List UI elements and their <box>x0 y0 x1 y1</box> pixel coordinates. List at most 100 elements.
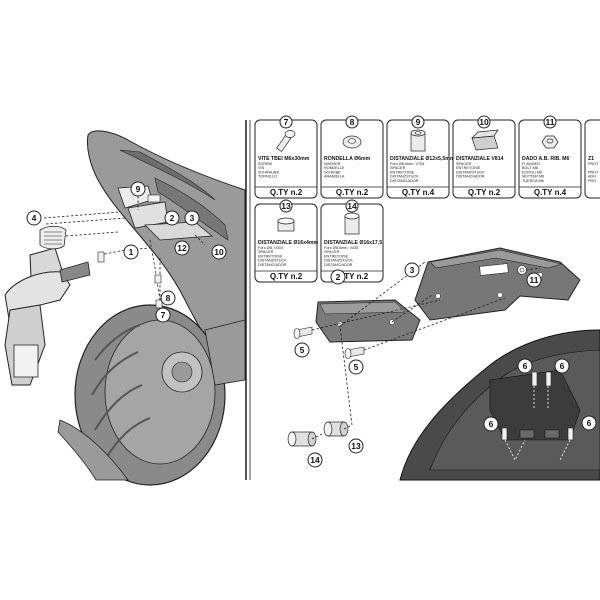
callout-circle <box>155 307 171 323</box>
part-number-circle <box>279 115 293 129</box>
part-description-line: DISTANCIADOR <box>456 175 485 179</box>
callout-label: 2 <box>336 272 341 282</box>
callout-label: 2 <box>170 213 175 223</box>
part-title: DISTANZIALE Ø16x17,5 <box>324 240 382 246</box>
callout-label: 5 <box>354 362 359 372</box>
right-callouts: 3 2 11 5 5 6 6 6 6 14 13 <box>294 262 597 468</box>
callout-label: 9 <box>136 184 141 194</box>
part-description-line: SPACER <box>456 162 472 166</box>
part-description-line: VIS <box>258 166 265 170</box>
part-number: 10 <box>479 117 489 127</box>
mounting-plate <box>414 247 581 321</box>
part-number-circle <box>411 115 425 129</box>
part-title: DADO A.B. RIB. M6 <box>522 156 569 162</box>
part-description-line: ARANDELA <box>324 175 345 179</box>
part-description-line: WASHER <box>324 162 341 166</box>
spacer-tall-icon <box>410 129 426 152</box>
callout-circle <box>123 244 139 260</box>
part-description-line: SCHEIBE <box>324 170 341 174</box>
part-description-line: ENTRETOISE <box>390 170 415 174</box>
callout-circle <box>160 290 176 306</box>
callout-circle <box>330 269 346 285</box>
part-title: RONDELLA Ø6mm <box>324 156 371 162</box>
part-quantity: Q.TY n.4 <box>534 188 567 197</box>
callout-circle <box>554 358 570 374</box>
callout-label: 12 <box>177 243 187 253</box>
callout-circle <box>26 210 42 226</box>
part-quantity: Q.TY n.4 <box>402 188 435 197</box>
callout-circle <box>348 438 364 454</box>
screw-5a <box>293 326 313 339</box>
callout-circle <box>404 262 420 278</box>
callout-label: 6 <box>523 361 528 371</box>
part-description-line: DISTANZSTUCK <box>390 175 419 179</box>
part-description-line: ENTRETOISE <box>456 166 481 170</box>
part-description-line: TORNILLO <box>258 175 277 179</box>
part-description-line: DISTANZSTUCK <box>456 170 485 174</box>
callout-label: 1 <box>129 247 134 257</box>
callout-label: 5 <box>300 345 305 355</box>
part-title: Z1 <box>588 156 594 162</box>
part-description-line: ENTRETOISE <box>258 254 283 258</box>
callout-label: 6 <box>560 361 565 371</box>
washer-icon <box>342 135 362 149</box>
callout-circle <box>130 181 146 197</box>
part-quantity: Q.TY n.2 <box>270 188 303 197</box>
callout-circle <box>517 358 533 374</box>
part-description-line: ECROU M6 <box>522 170 542 174</box>
part-quantity: Q.TY n.2 <box>468 188 501 197</box>
callout-circle <box>294 342 310 358</box>
part-quantity: Q.TY n.2 <box>336 272 369 281</box>
part-number-circle <box>345 199 359 213</box>
part-description-line: TUERCA M6 <box>522 179 544 183</box>
nut-11 <box>517 265 527 275</box>
part-description-line: ENTRETOISE <box>324 254 349 258</box>
screws-6 <box>501 371 574 441</box>
spacer-block-icon <box>471 129 499 151</box>
callout-label: 3 <box>410 265 415 275</box>
part-number: 8 <box>350 117 355 127</box>
part-number: 7 <box>284 117 289 127</box>
callout-label: 3 <box>190 213 195 223</box>
part-description-line: DISTANCIADOR <box>390 179 419 183</box>
part-number: 11 <box>546 117 555 127</box>
callout-label: 11 <box>530 275 539 285</box>
part-description-line: PRO <box>588 179 596 183</box>
part-number: 13 <box>281 201 291 211</box>
callout-label: 4 <box>32 213 37 223</box>
part-description-line: RONDELLE <box>324 166 345 170</box>
callout-label: 7 <box>161 310 166 320</box>
motorcycle-illustration <box>4 130 246 486</box>
part-card-12: 12Z1PROTPROTADHPRO <box>584 119 600 199</box>
part-title: DISTANZIALE Ø16x4mm <box>258 240 319 246</box>
part-description-line: SCHRAUBE <box>258 170 280 174</box>
part-title: DISTANZIALE V814 <box>456 156 504 162</box>
part-description-line: Foro Ø8, V004 <box>258 246 283 250</box>
part-description-line: DISTANZSTUCK <box>324 259 353 263</box>
part-description-line: DISTANCIADOR <box>258 263 287 267</box>
part-description-line: Foro Ø8,5mm, V435 <box>324 246 358 250</box>
callout-circle <box>184 210 200 226</box>
part-description-line: ADH <box>588 175 596 179</box>
part-description-line: SPACER <box>258 250 274 254</box>
tail-section <box>399 329 600 481</box>
callout-label: 6 <box>489 419 494 429</box>
part-number-circle <box>543 115 557 129</box>
part-description-line: SCREW <box>258 162 273 166</box>
screw-icon <box>276 130 296 153</box>
part-description-line: Foro Ø6,5mm, V704 <box>390 162 424 166</box>
part-number: 9 <box>416 117 421 127</box>
part-number-circle <box>345 115 359 129</box>
part-description-line: SPACER <box>390 166 406 170</box>
part-description-line: PROT <box>588 170 599 174</box>
part-description-line: BOLT M6 <box>522 166 538 170</box>
spacer-long-icon <box>344 212 360 235</box>
